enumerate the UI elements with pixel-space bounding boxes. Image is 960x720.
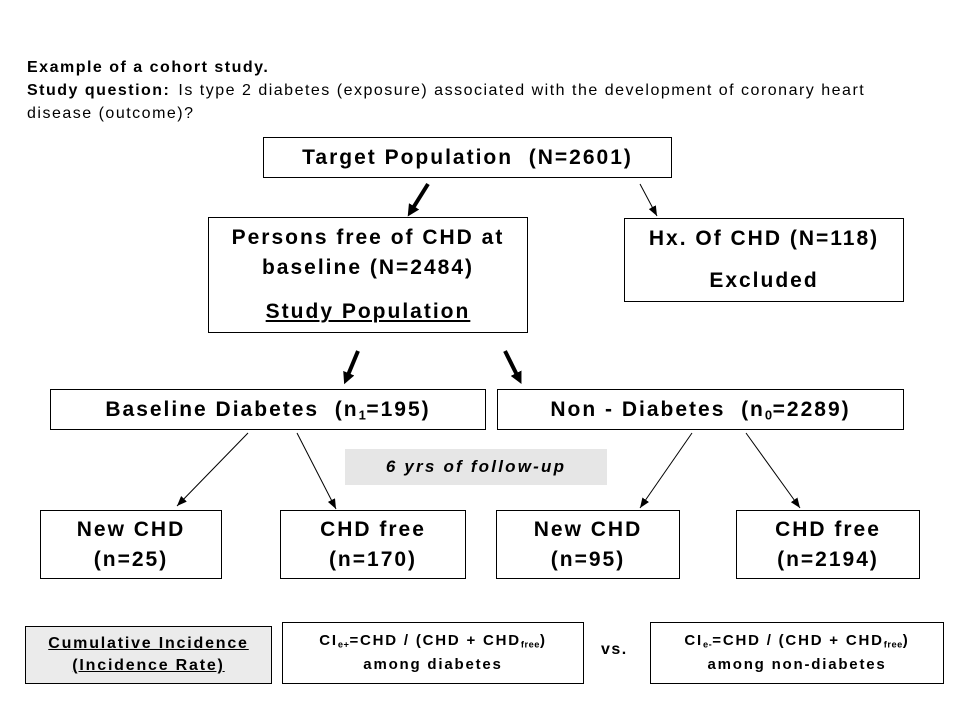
unexposed-free-subscript: free bbox=[883, 639, 903, 650]
outcome-count: (n=2194) bbox=[777, 547, 879, 571]
non-diabetes-label: Non - Diabetes (n0=2289) bbox=[550, 395, 850, 425]
header-question-line: Study question: Is type 2 diabetes (expos… bbox=[27, 79, 865, 102]
exposed-group: among diabetes bbox=[363, 656, 503, 673]
study-population-description: Persons free of CHD at baseline (N=2484) bbox=[231, 226, 505, 279]
follow-up-label: 6 yrs of follow-up bbox=[385, 457, 567, 476]
outcome-label: New CHD bbox=[76, 517, 186, 541]
exposed-incidence-formula-box: CIe+=CHD / (CHD + CHDfree) among diabete… bbox=[282, 622, 584, 684]
study-header: Example of a cohort study. Study questio… bbox=[27, 56, 865, 125]
outcome-label: New CHD bbox=[533, 517, 643, 541]
excluded-status: Excluded bbox=[709, 269, 819, 292]
exposed-formula-text: =CHD / (CHD + CHD bbox=[349, 632, 521, 649]
header-intro: Example of a cohort study. bbox=[27, 59, 270, 76]
unexposed-ci: CI bbox=[684, 632, 703, 649]
outcome-count: (n=95) bbox=[550, 547, 626, 571]
arrow-study-to-non-diabetes bbox=[503, 350, 522, 384]
arrow-target-to-excluded bbox=[639, 183, 658, 217]
study-population-title: Study Population bbox=[265, 300, 471, 323]
baseline-diabetes-count: =195) bbox=[366, 397, 431, 421]
study-population-box: Persons free of CHD at baseline (N=2484)… bbox=[208, 217, 528, 333]
excluded-description: Hx. Of CHD (N=118) bbox=[648, 227, 880, 250]
exposed-formula: CIe+=CHD / (CHD + CHDfree) bbox=[319, 629, 547, 653]
exposed-ci-subscript: e+ bbox=[337, 639, 350, 650]
unexposed-group: among non-diabetes bbox=[707, 656, 887, 673]
cumulative-incidence-box: Cumulative Incidence (Incidence Rate) bbox=[25, 626, 272, 684]
cumulative-incidence-title: Cumulative Incidence bbox=[48, 635, 249, 652]
non-diabetes-chd-free-box: CHD free (n=2194) bbox=[736, 510, 920, 579]
question-text-continued: disease (outcome)? bbox=[27, 105, 195, 122]
question-text: Is type 2 diabetes (exposure) associated… bbox=[178, 82, 866, 99]
follow-up-banner: 6 yrs of follow-up bbox=[345, 449, 607, 485]
arrow-diabetes-to-chd-free bbox=[296, 432, 337, 510]
arrow-non-diabetes-to-new-chd bbox=[639, 432, 693, 509]
incidence-rate-title: (Incidence Rate) bbox=[72, 657, 225, 674]
arrow-non-diabetes-to-chd-free bbox=[745, 432, 801, 509]
non-diabetes-box: Non - Diabetes (n0=2289) bbox=[497, 389, 904, 430]
baseline-diabetes-text: Baseline Diabetes (n bbox=[105, 397, 359, 421]
target-population-box: Target Population (N=2601) bbox=[263, 137, 672, 178]
exposed-free-subscript: free bbox=[520, 639, 540, 650]
versus-label: vs. bbox=[601, 641, 628, 658]
baseline-diabetes-label: Baseline Diabetes (n1=195) bbox=[105, 395, 430, 425]
arrow-diabetes-to-new-chd bbox=[176, 432, 249, 507]
excluded-box: Hx. Of CHD (N=118) Excluded bbox=[624, 218, 904, 302]
diabetes-new-chd-box: New CHD (n=25) bbox=[40, 510, 222, 579]
baseline-diabetes-box: Baseline Diabetes (n1=195) bbox=[50, 389, 486, 430]
exposed-ci: CI bbox=[319, 632, 338, 649]
question-label: Study question: bbox=[27, 82, 171, 99]
non-diabetes-text: Non - Diabetes (n bbox=[550, 397, 765, 421]
non-diabetes-count: =2289) bbox=[772, 397, 851, 421]
outcome-label: CHD free bbox=[775, 517, 881, 541]
non-diabetes-subscript: 0 bbox=[764, 407, 773, 423]
unexposed-ci-subscript: e- bbox=[703, 639, 713, 650]
outcome-count: (n=170) bbox=[328, 547, 418, 571]
unexposed-formula-close: ) bbox=[902, 632, 910, 649]
outcome-count: (n=25) bbox=[93, 547, 169, 571]
outcome-label: CHD free bbox=[320, 517, 426, 541]
non-diabetes-new-chd-box: New CHD (n=95) bbox=[496, 510, 680, 579]
arrow-study-to-diabetes bbox=[343, 350, 360, 385]
exposed-formula-close: ) bbox=[539, 632, 547, 649]
target-population-label: Target Population (N=2601) bbox=[302, 145, 633, 169]
unexposed-formula: CIe-=CHD / (CHD + CHDfree) bbox=[684, 629, 909, 653]
diabetes-chd-free-box: CHD free (n=170) bbox=[280, 510, 466, 579]
baseline-diabetes-subscript: 1 bbox=[358, 407, 367, 423]
arrow-target-to-study bbox=[407, 182, 430, 217]
unexposed-formula-text: =CHD / (CHD + CHD bbox=[712, 632, 884, 649]
unexposed-incidence-formula-box: CIe-=CHD / (CHD + CHDfree) among non-dia… bbox=[650, 622, 944, 684]
